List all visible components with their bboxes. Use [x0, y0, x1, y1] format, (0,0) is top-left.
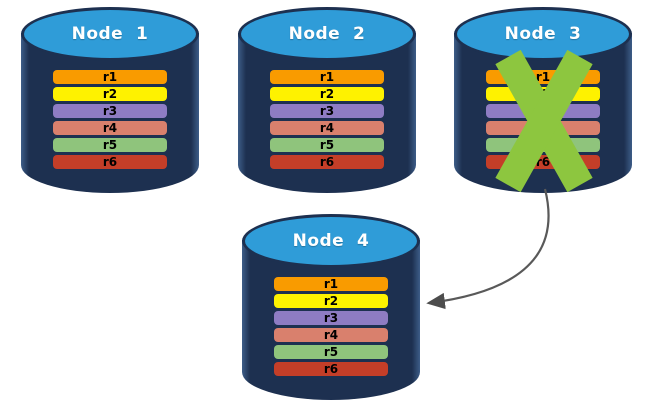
record-bar-r6: r6: [53, 155, 167, 169]
record-label: r2: [323, 294, 339, 308]
record-bar-r6: r6: [274, 362, 388, 376]
node-1-cylinder-top: Node 1: [21, 7, 199, 61]
record-bar-r4: r4: [53, 121, 167, 135]
record-bar-r5: r5: [53, 138, 167, 152]
record-label: r1: [535, 70, 551, 84]
failure-x-icon: [495, 49, 593, 193]
record-bar-r4: r4: [270, 121, 384, 135]
record-bar-r1: r1: [270, 70, 384, 84]
record-label: r2: [102, 87, 118, 101]
record-bar-r4: r4: [274, 328, 388, 342]
record-label: r3: [323, 311, 339, 325]
record-label: r3: [102, 104, 118, 118]
record-label: r5: [319, 138, 335, 152]
record-bar-r5: r5: [274, 345, 388, 359]
node-2-cylinder-top: Node 2: [238, 7, 416, 61]
node-3-title: Node 3: [504, 24, 582, 44]
record-label: r3: [319, 104, 335, 118]
node-4-cylinder-top: Node 4: [242, 214, 420, 268]
record-bar-r1: r1: [53, 70, 167, 84]
record-bar-r3: r3: [53, 104, 167, 118]
record-label: r6: [323, 362, 339, 376]
record-label: r1: [323, 277, 339, 291]
record-label: r1: [319, 70, 335, 84]
record-label: r6: [102, 155, 118, 169]
node-2: Node 2 r1 r2 r3 r4 r5 r6: [238, 7, 416, 193]
node-4: Node 4 r1 r2 r3 r4 r5 r6: [242, 214, 420, 400]
record-bar-r1: r1: [274, 277, 388, 291]
record-label: r4: [102, 121, 118, 135]
node-3-cylinder-top: Node 3: [454, 7, 632, 61]
node-1-title: Node 1: [71, 24, 149, 44]
record-bar-r2: r2: [270, 87, 384, 101]
record-bar-r3: r3: [270, 104, 384, 118]
node-4-title: Node 4: [292, 231, 370, 251]
record-label: r6: [319, 155, 335, 169]
node-2-records: r1 r2 r3 r4 r5 r6: [270, 70, 384, 169]
record-bar-r6: r6: [270, 155, 384, 169]
record-label: r4: [323, 328, 339, 342]
node-3: Node 3 r1 r2 r3 r4 r5 r6: [454, 7, 632, 193]
record-label: r1: [102, 70, 118, 84]
record-label: r4: [319, 121, 335, 135]
record-bar-r5: r5: [270, 138, 384, 152]
node-2-title: Node 2: [288, 24, 366, 44]
record-label: r5: [102, 138, 118, 152]
node-1-records: r1 r2 r3 r4 r5 r6: [53, 70, 167, 169]
node-1: Node 1 r1 r2 r3 r4 r5 r6: [21, 7, 199, 193]
record-bar-r2: r2: [53, 87, 167, 101]
record-label: r2: [319, 87, 335, 101]
record-label: r5: [323, 345, 339, 359]
record-label: r6: [535, 155, 551, 169]
node-4-records: r1 r2 r3 r4 r5 r6: [274, 277, 388, 376]
record-bar-r3: r3: [274, 311, 388, 325]
record-bar-r2: r2: [274, 294, 388, 308]
